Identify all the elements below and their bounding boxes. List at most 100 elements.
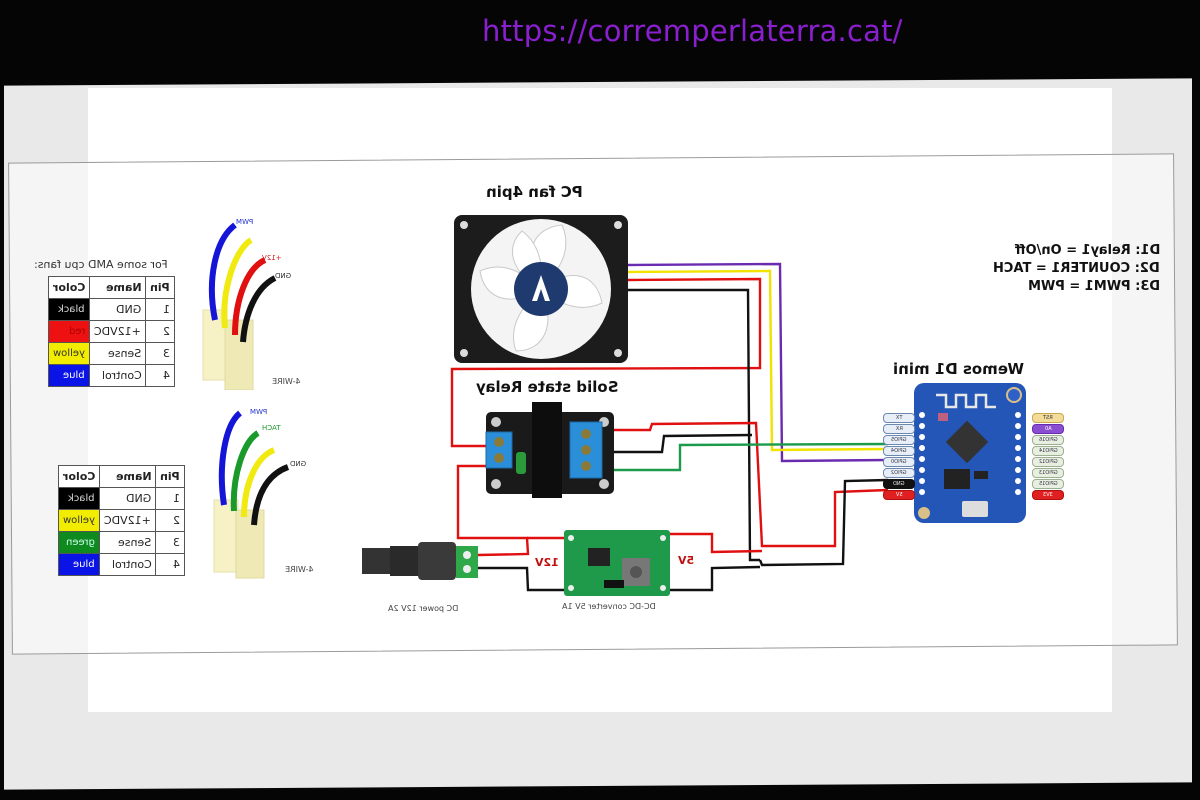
pin-cell: 4 [145,364,175,387]
color-cell: black [57,487,101,510]
wire-red-fan [450,277,762,448]
wire-black-12v [478,566,565,592]
wemos-pin-d3: GPIO0 [883,457,915,467]
wemos-pin-d0: GPIO16 [1032,435,1064,445]
table-row: blue Control 4 [57,553,185,576]
pin-cell: 3 [155,531,185,554]
wemos-pin-rst: RST [1032,413,1064,423]
wire-label-12v-1: +12V [262,254,282,262]
wire-purple-pwm [627,262,889,463]
color-cell: blue [57,553,101,576]
dcdc-converter-image [564,530,670,596]
color-cell: blue [47,364,91,387]
site-url[interactable]: https://corremperlaterra.cat/ [482,14,903,48]
wire-black-gnd [758,478,889,567]
fan-connector-4wire-image [213,410,290,579]
wire-label-pwm-1: PWM [236,218,254,226]
table-row: green Sense 3 [57,531,185,554]
wemos-pin-3v3: 3V3 [1032,490,1064,500]
wire-black-5v [668,565,761,592]
wemos-pin-d1: GPIO5 [883,435,915,445]
wemos-pin-d7: GPIO13 [1032,468,1064,478]
wemos-pin-d8: GPIO15 [1032,479,1064,489]
wemos-pin-5v: 5V [883,490,915,500]
table-header-row: Color Name Pin [47,276,175,299]
wemos-pin-d5: GPIO14 [1032,446,1064,456]
wemos-pin-rx: RX [883,424,915,434]
pin-table-standard: Color Name Pin black GND 1 yellow +12VDC… [57,465,185,576]
wire-yellow-tach [627,269,889,452]
table-row: yellow +12VDC 2 [57,509,185,532]
table-row: black GND 1 [47,298,175,321]
pin-cell: 3 [145,342,175,365]
wire-red-relay [612,421,889,548]
wemos-pin-tx: TX [883,413,915,423]
wemos-pin-d6: GPIO12 [1032,457,1064,467]
input-voltage-label: 12V [535,556,559,569]
name-cell: Sense [89,342,147,365]
wemos-d1-mini-image [914,383,1026,523]
table-header-row: Color Name Pin [57,465,185,488]
wemos-pin-gnd: GND [883,479,915,489]
pin-assignment-legend: D1: Relay1 = On/Off D2: COUNTER1 = TACH … [985,242,1160,296]
table-row: black GND 1 [57,487,185,510]
pc-fan-image [454,215,628,363]
pin-cell: 1 [145,298,175,321]
wire-label-pwm-2: PWM [250,408,268,416]
wire-black-fan [628,288,760,562]
wemos-pin-d4: GPIO2 [883,468,915,478]
pin-cell: 2 [145,320,175,343]
header-pin: Pin [145,276,175,299]
header-name: Name [89,276,147,299]
name-cell: +12VDC [99,509,157,532]
fan-title: PC fan 4pin [486,183,583,201]
legend-line-d1: D1: Relay1 = On/Off [1014,243,1160,258]
pin-cell: 1 [155,487,185,510]
pin-table-amd: Color Name Pin black GND 1 red +12VDC 2 … [47,276,175,387]
pin-cell: 2 [155,509,185,532]
legend-line-d2: D2: COUNTER1 = TACH [993,261,1160,276]
color-cell: yellow [57,509,101,532]
wire-label-gnd-1: GND [275,272,292,280]
table-row: yellow Sense 3 [47,342,175,365]
name-cell: Control [89,364,147,387]
wire-green-d1 [612,442,889,472]
name-cell: Sense [99,531,157,554]
pin-cell: 4 [155,553,185,576]
wire-red-5v [668,532,763,554]
wire-label-tach-2: TACH [262,424,281,432]
wemos-pin-d2: GPIO4 [883,446,915,456]
dc-power-jack-image [362,542,478,580]
relay-title: Solid state Relay [476,378,619,396]
header-color: Color [57,465,101,488]
table-row: blue Control 4 [47,364,175,387]
wemos-title: Wemos D1 mini [893,360,1024,378]
header-pin: Pin [155,465,185,488]
name-cell: GND [99,487,157,510]
wire-red-relay-in [456,464,530,557]
table-row: red +12VDC 2 [47,320,175,343]
output-voltage-label: 5V [678,554,695,567]
name-cell: +12VDC [89,320,147,343]
solid-state-relay-image [485,402,614,498]
amd-fan-note: For some AMD cpu fans: [34,258,168,271]
wemos-pin-a0: A0 [1032,424,1064,434]
name-cell: Control [99,553,157,576]
wire-label-gnd-2: GND [290,460,307,468]
color-cell: black [47,298,91,321]
connector2-caption: 4-WIRE [285,565,314,574]
header-color: Color [47,276,91,299]
legend-line-d3: D3: PWM1 = PWM [1027,279,1160,294]
color-cell: red [47,320,91,343]
name-cell: GND [89,298,147,321]
dcdc-converter-caption: DC-DC converter 5V 1A [562,602,656,611]
header-name: Name [99,465,157,488]
wire-black-relay [612,433,753,454]
dc-power-caption: DC power 12V 2A [388,604,459,613]
connector1-caption: 4-WIRE [272,377,301,386]
color-cell: yellow [47,342,91,365]
fan-connector-3wire-image [202,222,277,390]
color-cell: green [57,531,101,554]
